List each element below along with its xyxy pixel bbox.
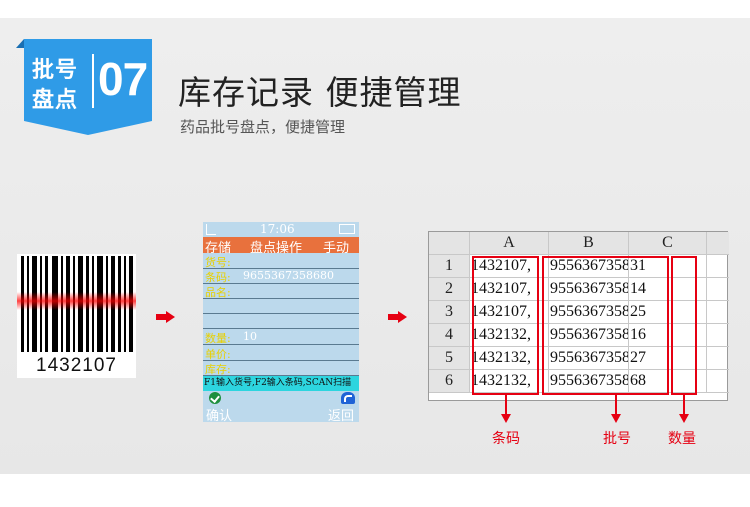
quantity-pointer-line [683,395,685,415]
status-bar: 17:06 [203,222,359,237]
column-header-b[interactable]: B [549,232,629,255]
quantity-caption: 数量 [668,431,696,447]
row-number[interactable]: 4 [429,324,470,347]
cell-b[interactable]: 95563673586801, [549,347,629,370]
barcode-image: 1432107 [17,254,136,378]
field-label: 库存: [205,363,231,376]
arrow-right-icon [156,311,176,323]
arrow-right-icon [388,311,408,323]
row-number[interactable]: 1 [429,255,470,278]
cell-a[interactable]: 1432132, [470,347,549,370]
menu-stocktake[interactable]: 盘点操作 [250,241,303,256]
signal-icon [206,224,216,235]
badge-line2: 盘点 [32,88,79,113]
arrow-down-icon [611,414,621,423]
batch-column-highlight [542,256,669,395]
clock: 17:06 [260,222,295,236]
cell-a[interactable]: 1432107, [470,255,549,278]
back-icon[interactable] [341,392,355,404]
field-label: 条码: [205,271,231,284]
field-blank-1 [203,298,359,314]
quantity-column-highlight [671,256,697,395]
battery-icon [339,224,355,234]
row-number[interactable]: 5 [429,347,470,370]
row-number[interactable]: 2 [429,278,470,301]
column-header-c[interactable]: C [629,232,707,255]
page-title: 库存记录 便捷管理 [178,73,462,112]
column-header-a[interactable]: A [470,232,549,255]
barcode-caption: 条码 [492,431,520,447]
badge-number: 07 [98,53,148,105]
menu-manual[interactable]: 手动 [323,241,350,256]
badge-divider [92,54,94,108]
cell-a[interactable]: 1432107, [470,278,549,301]
device-menu-bar: 存储 盘点操作 手动 [203,237,359,256]
back-softkey[interactable]: 返回 [328,409,355,424]
input-hint: F1输入货号,F2输入条码,SCAN扫描 [203,376,359,391]
confirm-softkey[interactable]: 确认 [206,409,233,424]
field-stock[interactable]: 库存: [203,360,359,376]
row-number[interactable]: 3 [429,301,470,324]
field-value: 10 [243,330,257,343]
column-header-extra [707,232,729,255]
barcode-pointer-line [505,395,507,415]
cell-b[interactable]: 95563673586801, [549,278,629,301]
field-label: 货号: [205,256,231,269]
field-label: 品名: [205,286,231,299]
cell-extra[interactable] [707,370,729,393]
arrow-down-icon [679,414,689,423]
spreadsheet: A B C 11432107,95563673586801,3121432107… [428,231,729,401]
cell-b[interactable]: 95563673586801, [549,370,629,393]
badge-tail [24,121,152,135]
field-quantity[interactable]: 数量: 10 [203,329,359,345]
field-unit-price[interactable]: 单价: [203,345,359,361]
batch-caption: 批号 [603,431,631,447]
badge-fold [16,39,24,48]
cell-a[interactable]: 1432132, [470,324,549,347]
confirm-icon[interactable] [209,392,221,404]
device-screen: 17:06 存储 盘点操作 手动 货号: 条码: 9655367358680 品名… [203,222,359,424]
cell-extra[interactable] [707,255,729,278]
field-item-code[interactable]: 货号: [203,253,359,269]
field-barcode[interactable]: 条码: 9655367358680 [203,268,359,284]
field-label: 单价: [205,348,231,361]
field-label: 数量: [205,332,231,345]
cell-a[interactable]: 1432132, [470,370,549,393]
arrow-down-icon [501,414,511,423]
batch-pointer-line [615,395,617,415]
field-blank-2 [203,313,359,329]
corner-cell [429,232,470,255]
barcode-number: 1432107 [36,355,117,376]
menu-store[interactable]: 存储 [205,241,232,256]
field-value: 9655367358680 [243,269,334,282]
cell-b[interactable]: 95563673586801, [549,324,629,347]
scan-laser [17,292,136,310]
row-number[interactable]: 6 [429,370,470,393]
cell-extra[interactable] [707,301,729,324]
cell-b[interactable]: 95563673586801, [549,301,629,324]
barcode-column-highlight [472,256,539,395]
badge-line1: 批号 [32,58,79,83]
field-product-name[interactable]: 品名: [203,283,359,299]
section-badge [24,39,152,121]
page-subtitle: 药品批号盘点，便捷管理 [180,118,346,136]
cell-b[interactable]: 95563673586801, [549,255,629,278]
cell-a[interactable]: 1432107, [470,301,549,324]
cell-extra[interactable] [707,278,729,301]
cell-extra[interactable] [707,324,729,347]
cell-extra[interactable] [707,347,729,370]
